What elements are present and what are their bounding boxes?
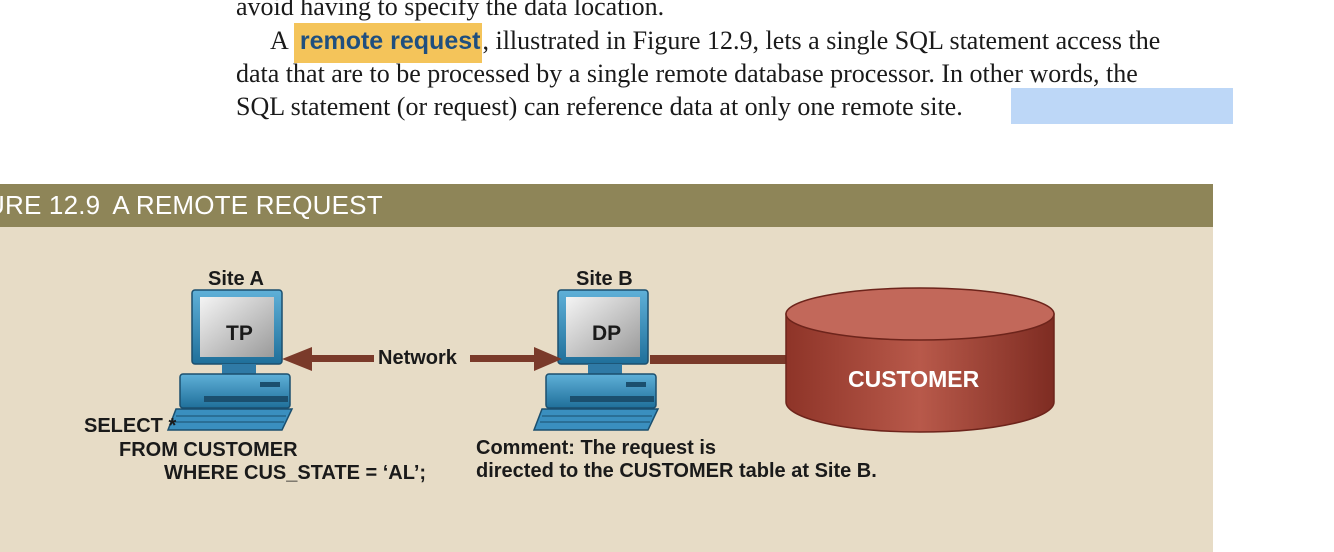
computer-a-icon [166,289,294,431]
figure-panel: URE 12.9 A REMOTE REQUEST [0,184,1213,552]
computer-b-icon [532,289,660,431]
figure-title: URE 12.9 A REMOTE REQUEST [0,190,383,221]
sql-line-3: WHERE CUS_STATE = ‘AL’; [164,462,427,484]
network-arrow-icon [282,347,562,371]
text-line-3: SQL statement (or request) can reference… [236,92,963,121]
site-b-label: Site B [576,268,633,290]
text-selection [1011,88,1233,124]
text-line-1-rest: , illustrated in Figure 12.9, lets a sin… [482,26,1161,55]
tp-label: TP [226,322,253,345]
comment-line-1: Comment: The request is [476,437,717,459]
site-a-label: Site A [208,268,264,290]
text-line-0: avoid having to specify the data locatio… [236,0,665,21]
database-icon [785,287,1055,433]
sql-line-2: FROM CUSTOMER [119,439,298,461]
network-diagram [166,287,1055,433]
text-line-2: data that are to be processed by a singl… [236,59,1138,88]
network-label: Network [378,347,457,369]
figure-header: URE 12.9 A REMOTE REQUEST [0,184,1213,227]
figure-caption: A REMOTE REQUEST [112,190,383,220]
highlighted-term[interactable]: remote request [293,23,483,63]
comment-line-2: directed to the CUSTOMER table at Site B… [476,460,877,482]
indent-prefix: A [270,26,294,55]
text-line-1: A remote request, illustrated in Figure … [236,23,1161,63]
dp-label: DP [592,322,622,345]
sql-line-1: SELECT * [84,415,177,437]
database-label: CUSTOMER [848,366,980,392]
db-link-line [650,355,786,364]
figure-number: URE 12.9 [0,190,101,220]
